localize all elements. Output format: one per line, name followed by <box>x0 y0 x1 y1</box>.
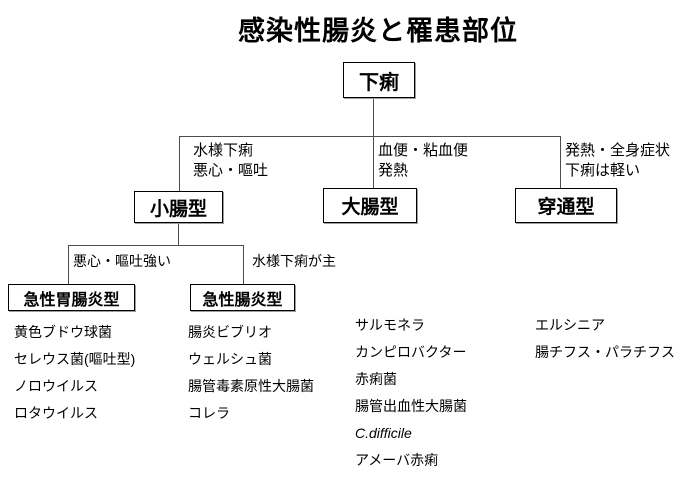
pathogen-item: 赤痢菌 <box>355 371 397 387</box>
branch-label-line: 発熱 <box>378 162 409 179</box>
connector-small-intestine-drop <box>179 136 180 191</box>
connector-root-drop <box>373 98 374 136</box>
pathogen-item: カンピロバクター <box>355 344 467 360</box>
pathogen-item: エルシニア <box>535 317 605 333</box>
branch-label-large-intestine: 血便・粘血便 発熱 <box>378 141 468 181</box>
pathogen-item: 腸管毒素原性大腸菌 <box>188 378 314 394</box>
node-large-intestine-type: 大腸型 <box>323 188 417 223</box>
node-acute-gastroenteritis-type: 急性胃腸炎型 <box>8 284 135 311</box>
branch-label-acute-gastroenteritis: 悪心・嘔吐強い <box>73 253 171 269</box>
branch-label-line: 発熱・全身症状 <box>565 142 671 159</box>
pathogen-list-acute-enteritis: 腸炎ビブリオ ウェルシュ菌 腸管毒素原性大腸菌 コレラ <box>188 319 314 427</box>
connector-penetrating-drop <box>560 136 561 188</box>
pathogen-list-acute-gastroenteritis: 黄色ブドウ球菌 セレウス菌(嘔吐型) ノロウイルス ロタウイルス <box>14 319 135 427</box>
pathogen-item: アメーバ赤痢 <box>355 452 439 468</box>
diagram-title: 感染性腸炎と罹患部位 <box>238 16 518 46</box>
connector-acute-gastroenteritis-drop <box>68 245 69 284</box>
pathogen-item: ノロウイルス <box>14 378 98 394</box>
node-acute-enteritis-type: 急性腸炎型 <box>190 284 295 311</box>
branch-label-line: 下痢は軽い <box>565 162 641 179</box>
connector-small-intestine-down <box>178 223 179 246</box>
pathogen-list-large-intestine: サルモネラ カンピロバクター 赤痢菌 腸管出血性大腸菌 C.difficile … <box>355 312 467 474</box>
pathogen-item: C.difficile <box>355 425 412 441</box>
branch-label-line: 血便・粘血便 <box>378 142 469 159</box>
pathogen-item: セレウス菌(嘔吐型) <box>14 351 136 367</box>
branch-label-penetrating: 発熱・全身症状 下痢は軽い <box>565 141 670 181</box>
connector-large-intestine-drop <box>373 136 374 188</box>
branch-label-acute-enteritis: 水様下痢が主 <box>252 253 336 269</box>
branch-label-small-intestine: 水様下痢 悪心・嘔吐 <box>193 141 268 181</box>
pathogen-item: ロタウイルス <box>14 405 98 421</box>
connector-level2-horizontal <box>68 245 244 246</box>
pathogen-item: 腸管出血性大腸菌 <box>355 398 467 414</box>
connector-level1-horizontal <box>179 136 561 137</box>
node-penetrating-type: 穿通型 <box>515 188 617 223</box>
pathogen-item: コレラ <box>188 405 230 421</box>
node-diarrhea: 下痢 <box>343 62 415 98</box>
pathogen-item: 腸炎ビブリオ <box>188 324 272 340</box>
pathogen-item: サルモネラ <box>355 317 425 333</box>
pathogen-list-penetrating: エルシニア 腸チフス・パラチフス <box>535 312 675 366</box>
pathogen-item: ウェルシュ菌 <box>188 351 272 367</box>
connector-acute-enteritis-drop <box>243 245 244 284</box>
pathogen-item: 腸チフス・パラチフス <box>535 344 675 360</box>
branch-label-line: 悪心・嘔吐 <box>193 162 269 179</box>
node-small-intestine-type: 小腸型 <box>134 191 223 223</box>
pathogen-item: 黄色ブドウ球菌 <box>14 324 112 340</box>
branch-label-line: 水様下痢 <box>193 142 254 159</box>
